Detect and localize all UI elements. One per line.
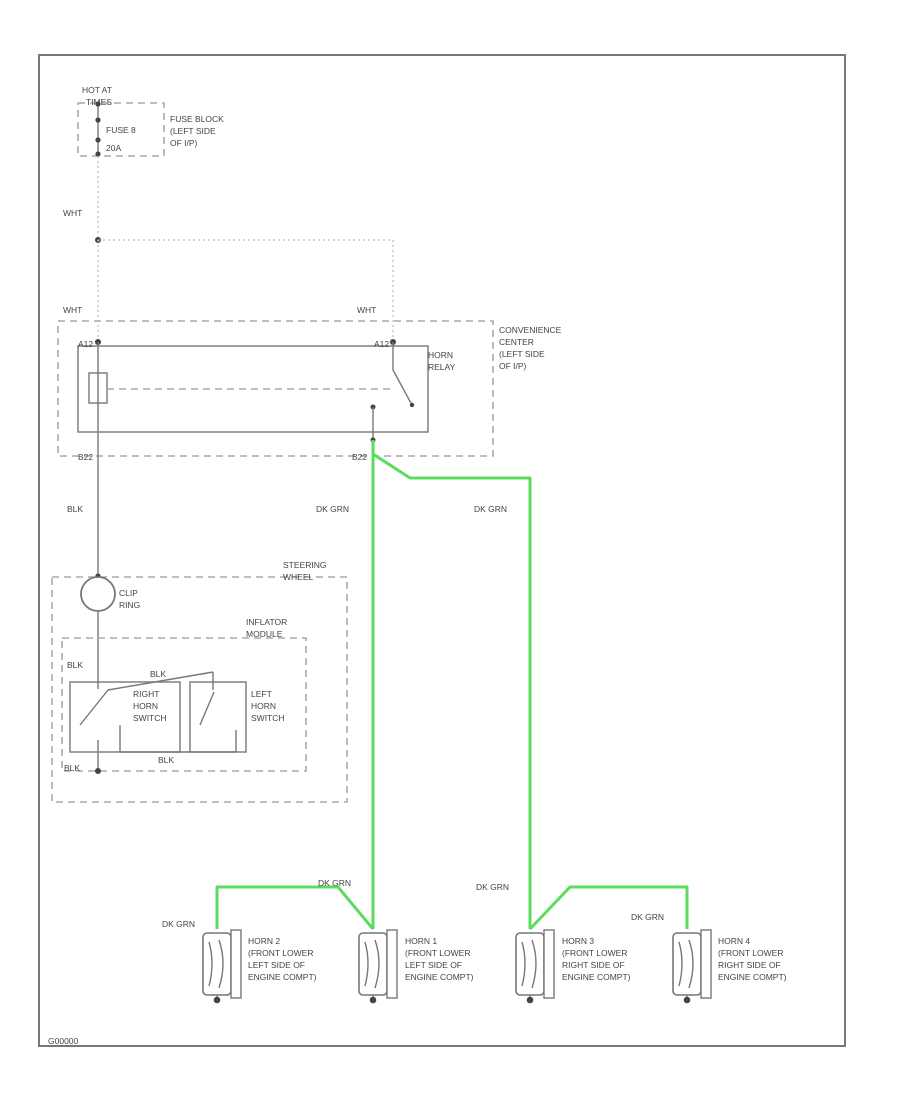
steering-wheel-line1: STEERING	[283, 560, 326, 570]
convenience-center-line4: OF I/P)	[499, 361, 527, 371]
horn-1-name: HORN 1	[405, 936, 437, 946]
inflator-module-line1: INFLATOR	[246, 617, 287, 627]
wire-label-dk-grn-h3: DK GRN	[476, 882, 509, 892]
fuse-name: FUSE 8	[106, 125, 136, 135]
horn-4-line2: (FRONT LOWER	[718, 948, 783, 958]
connector-b22-right: B22	[352, 452, 367, 462]
horn-4-line3: RIGHT SIDE OF	[718, 960, 781, 970]
horn-3-line4: ENGINE COMPT)	[562, 972, 631, 982]
convenience-center-line1: CONVENIENCE	[499, 325, 562, 335]
figure-id: G00000	[48, 1036, 79, 1046]
wire-label-dk-grn-h4: DK GRN	[631, 912, 664, 922]
connector-b22-left: B22	[78, 452, 93, 462]
convenience-center-line3: (LEFT SIDE	[499, 349, 545, 359]
fuse-block-line2: (LEFT SIDE	[170, 126, 216, 136]
fuse-block-line1: FUSE BLOCK	[170, 114, 224, 124]
horn-3-line2: (FRONT LOWER	[562, 948, 627, 958]
wire-label-dk-grn-h1: DK GRN	[162, 919, 195, 929]
convenience-center-line2: CENTER	[499, 337, 534, 347]
horn-relay-line1: HORN	[428, 350, 453, 360]
right-horn-switch-line3: SWITCH	[133, 713, 167, 723]
horn-2-line3: LEFT SIDE OF	[248, 960, 305, 970]
wire-label-blk-c: BLK	[150, 669, 166, 679]
wire-label-dk-grn-h2: DK GRN	[318, 878, 351, 888]
wire-label-blk-b: BLK	[67, 660, 83, 670]
hot-at-line2: TIMES	[86, 97, 112, 107]
fuse-block: HOT AT TIMES FUSE 8 20A FUSE BLOCK (LEFT…	[77, 85, 224, 157]
wire-label-blk-d: BLK	[158, 755, 174, 765]
horn-1	[358, 929, 398, 1004]
hot-at-line1: HOT AT	[82, 85, 112, 95]
inflator-module-line2: MODULE	[246, 629, 283, 639]
horn-4-line4: ENGINE COMPT)	[718, 972, 787, 982]
left-horn-switch-line3: SWITCH	[251, 713, 285, 723]
connector-a12-right: A12	[374, 339, 389, 349]
left-horn-switch-line1: LEFT	[251, 689, 272, 699]
fuse-block-line3: OF I/P)	[170, 138, 198, 148]
wire-label-dk-grn-relay-right: DK GRN	[474, 504, 507, 514]
horn-3-name: HORN 3	[562, 936, 594, 946]
clip-ring	[80, 576, 116, 612]
right-horn-switch-line1: RIGHT	[133, 689, 159, 699]
wire-label-dk-grn-relay-left: DK GRN	[316, 504, 349, 514]
horn-2-line4: ENGINE COMPT)	[248, 972, 317, 982]
horn-3-line3: RIGHT SIDE OF	[562, 960, 625, 970]
steering-wheel-line2: WHEEL	[283, 572, 314, 582]
dk-grn-circuit	[215, 440, 689, 931]
left-horn-switch-line2: HORN	[251, 701, 276, 711]
horn-2	[202, 929, 242, 1004]
right-horn-switch-line2: HORN	[133, 701, 158, 711]
convenience-center: A12 A12 B22 B22 HORN RELAY CONVENIENCE C…	[57, 320, 562, 462]
diagram-border	[38, 54, 846, 1047]
clip-ring-line1: CLIP	[119, 588, 138, 598]
horn-4-name: HORN 4	[718, 936, 750, 946]
connector-a12-left: A12	[78, 339, 93, 349]
horn-3	[515, 929, 555, 1004]
wire-label-wht-right: WHT	[357, 305, 376, 315]
horn-2-name: HORN 2	[248, 936, 280, 946]
horn-relay-line2: RELAY	[428, 362, 456, 372]
wire-label-wht-left: WHT	[63, 305, 82, 315]
horn-1-line4: ENGINE COMPT)	[405, 972, 474, 982]
horn-1-line3: LEFT SIDE OF	[405, 960, 462, 970]
horn-4	[672, 929, 712, 1004]
horn-1-line2: (FRONT LOWER	[405, 948, 470, 958]
clip-ring-line2: RING	[119, 600, 140, 610]
horn-2-line2: (FRONT LOWER	[248, 948, 313, 958]
wire-label-blk-a: BLK	[67, 504, 83, 514]
steering-wheel: STEERING WHEEL CLIP RING INFLATOR MODULE…	[51, 560, 348, 803]
wire-label-wht-top: WHT	[63, 208, 82, 218]
wire-label-blk-e: BLK	[64, 763, 80, 773]
fuse-amp: 20A	[106, 143, 121, 153]
